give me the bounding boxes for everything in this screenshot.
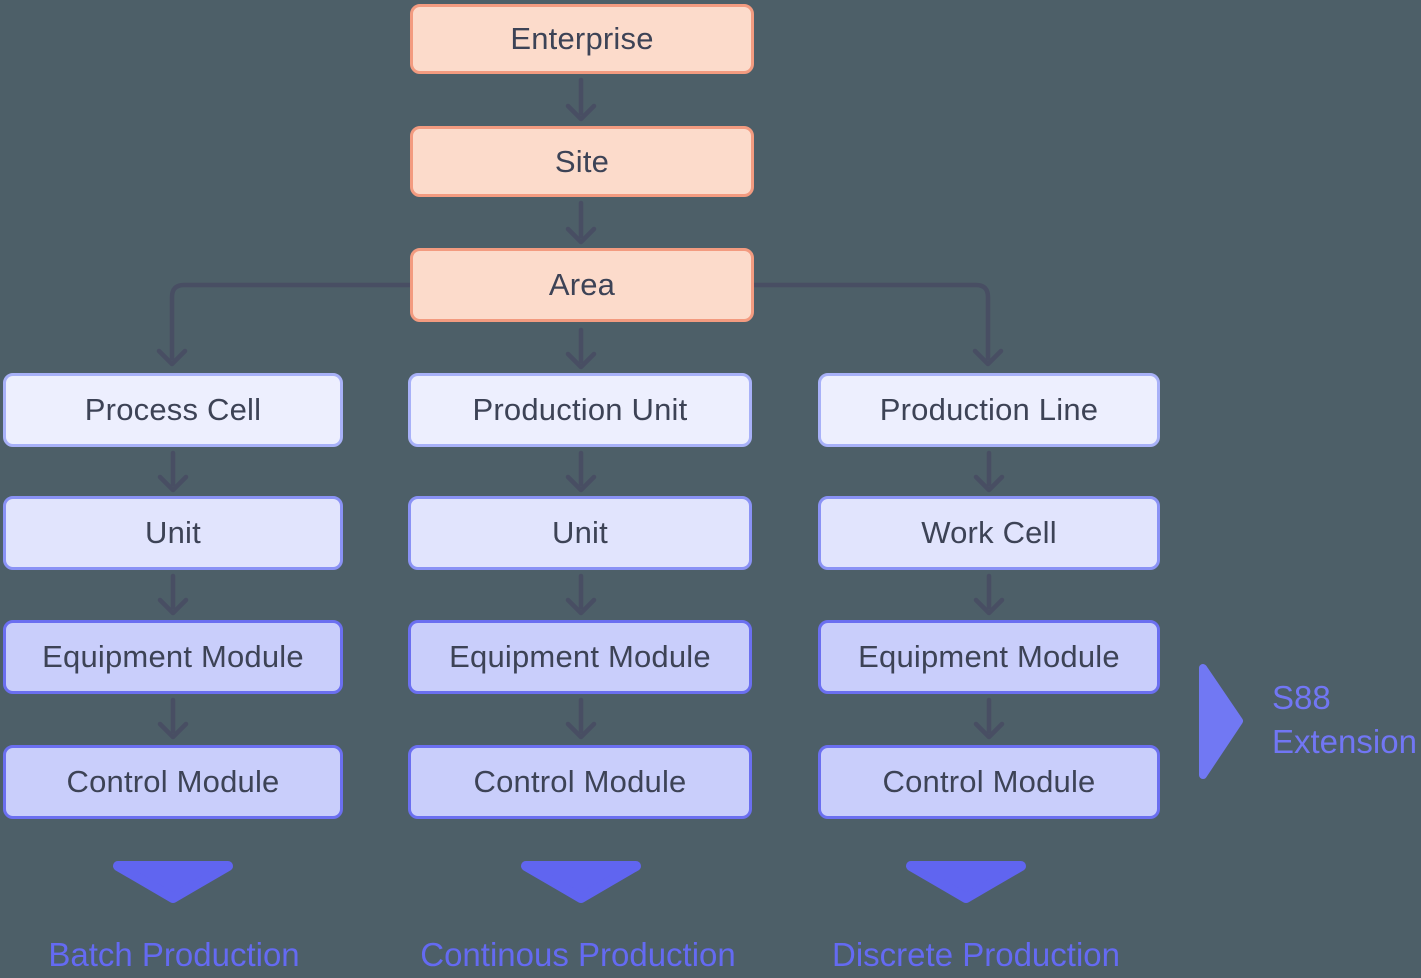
arrow-production-line-work-cell-icon	[973, 450, 1005, 493]
node-site-label: Site	[554, 143, 610, 179]
node-control-module-discrete-label: Control Module	[882, 764, 1096, 799]
node-control-module-discrete: Control Module	[818, 745, 1160, 819]
node-process-cell-label: Process Cell	[84, 392, 262, 427]
node-control-module-continous-label: Control Module	[473, 764, 687, 799]
node-production-unit: Production Unit	[408, 373, 752, 447]
batch-production-label: Batch Production	[48, 936, 300, 973]
arrow-unit-equipment-module-mid-icon	[565, 573, 597, 616]
node-production-line-label: Production Line	[879, 392, 1099, 427]
arrow-area-production-line-icon	[750, 282, 1004, 367]
arrow-unit-equipment-module-left-icon	[157, 573, 189, 616]
node-enterprise-label: Enterprise	[510, 21, 654, 56]
batch-production-triangle-icon	[113, 861, 233, 903]
node-control-module-batch: Control Module	[3, 745, 343, 819]
s88-extension-line1: S88	[1272, 679, 1331, 716]
arrow-equipment-control-module-left-icon	[157, 697, 189, 740]
arrow-process-cell-unit-icon	[157, 450, 189, 493]
node-equipment-module-continous: Equipment Module	[408, 620, 752, 694]
continous-production-triangle-icon	[521, 861, 641, 903]
node-unit-continous: Unit	[408, 496, 752, 570]
s88-extension-triangle-icon	[1199, 664, 1243, 779]
node-unit-batch-label: Unit	[145, 515, 201, 550]
node-production-line: Production Line	[818, 373, 1160, 447]
s88-extension-line2: Extension	[1272, 723, 1417, 760]
node-area: Area	[410, 248, 754, 322]
node-control-module-continous: Control Module	[408, 745, 752, 819]
node-site: Site	[410, 126, 754, 197]
node-area-label: Area	[548, 267, 616, 302]
node-enterprise: Enterprise	[410, 4, 754, 74]
arrow-site-area-icon	[565, 200, 597, 245]
continous-production-label: Continous Production	[420, 936, 736, 973]
discrete-production-label: Discrete Production	[832, 936, 1120, 973]
node-equipment-module-continous-label: Equipment Module	[449, 639, 711, 674]
node-production-unit-label: Production Unit	[472, 392, 688, 427]
node-equipment-module-discrete: Equipment Module	[818, 620, 1160, 694]
node-work-cell: Work Cell	[818, 496, 1160, 570]
discrete-production-triangle-icon	[906, 861, 1026, 903]
arrow-work-cell-equipment-module-icon	[973, 573, 1005, 616]
node-equipment-module-batch: Equipment Module	[3, 620, 343, 694]
arrow-area-production-unit-icon	[565, 327, 597, 370]
node-unit-continous-label: Unit	[552, 515, 608, 550]
arrow-equipment-control-module-right-icon	[973, 697, 1005, 740]
arrow-enterprise-site-icon	[565, 77, 597, 122]
node-work-cell-label: Work Cell	[921, 515, 1057, 550]
node-control-module-batch-label: Control Module	[66, 764, 280, 799]
s88-extension-label: S88 Extension	[1272, 676, 1417, 764]
arrow-production-unit-unit-icon	[565, 450, 597, 493]
node-equipment-module-batch-label: Equipment Module	[42, 639, 304, 674]
arrow-equipment-control-module-mid-icon	[565, 697, 597, 740]
node-equipment-module-discrete-label: Equipment Module	[858, 639, 1120, 674]
arrow-area-process-cell-icon	[156, 282, 413, 367]
node-unit-batch: Unit	[3, 496, 343, 570]
node-process-cell: Process Cell	[3, 373, 343, 447]
